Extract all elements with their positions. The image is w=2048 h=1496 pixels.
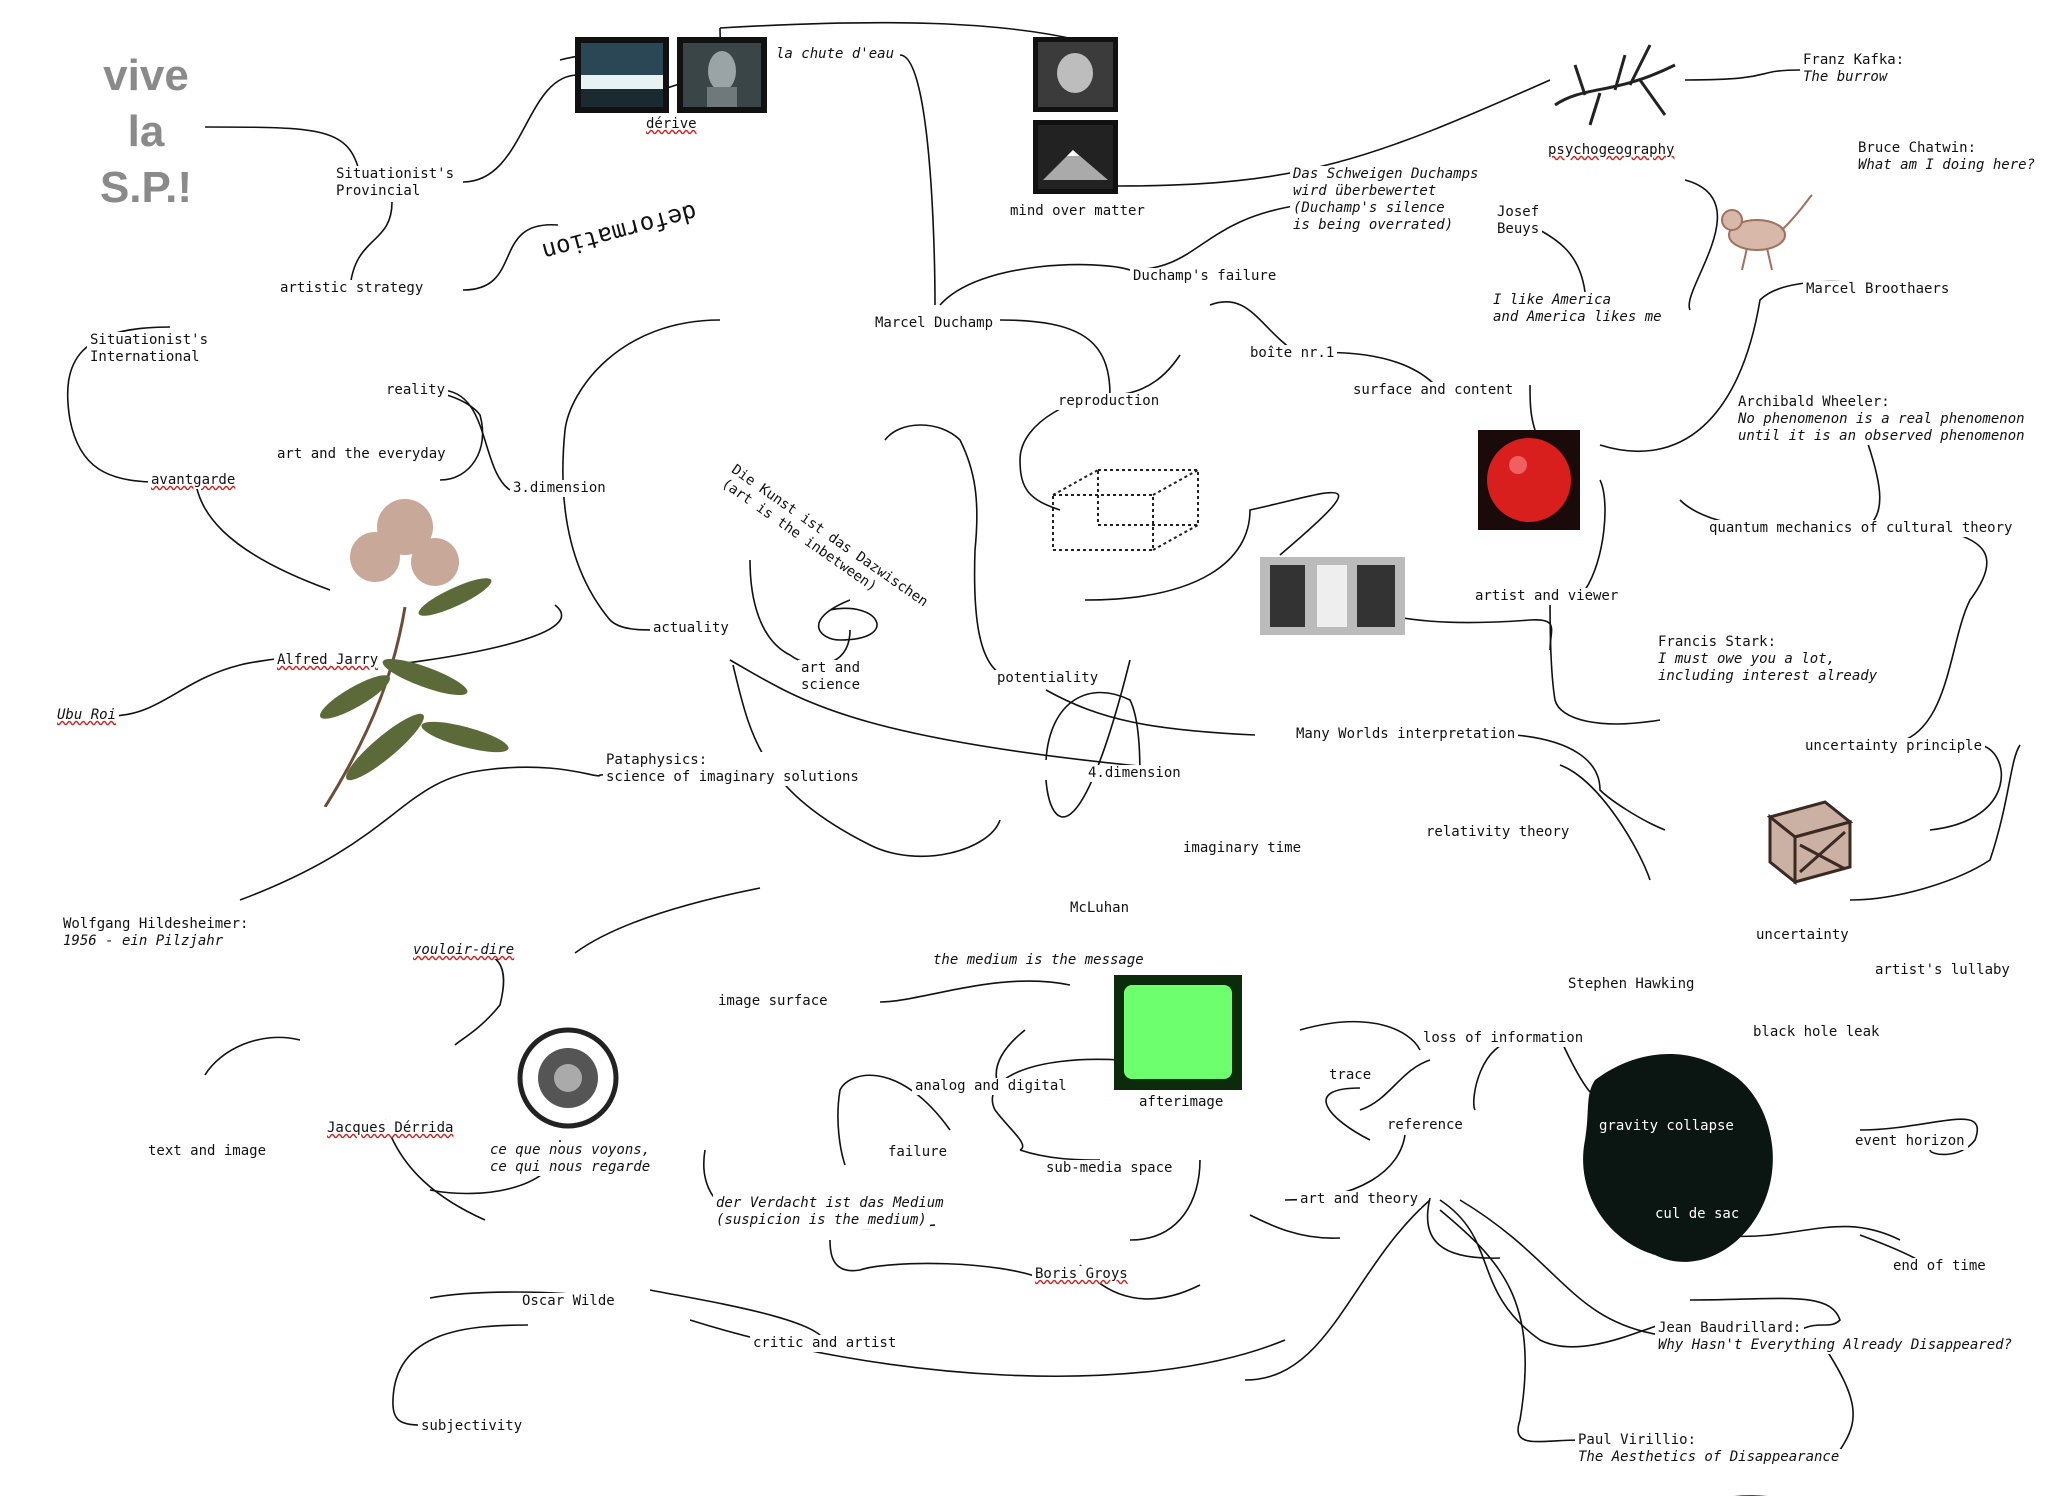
- sub-media-space: sub-media space: [1043, 1160, 1176, 1177]
- analog-and-digital: analog and digital: [912, 1078, 1070, 1095]
- subjectivity: subjectivity: [418, 1418, 526, 1435]
- reproduction: reproduction: [1055, 393, 1163, 410]
- art-and-the-everyday: art and the everyday: [274, 446, 449, 463]
- quantum-mechanics: quantum mechanics of cultural theory: [1706, 520, 2016, 537]
- schweigen-english: (Duchamp's silence is being overrated): [1290, 200, 1457, 234]
- psychogeography: psychogeography: [1545, 142, 1678, 159]
- psychogeography-tree-drawing: [1545, 25, 1685, 140]
- baudrillard-author: Jean Baudrillard:: [1655, 1320, 1805, 1337]
- black-hole-leak: black hole leak: [1750, 1024, 1883, 1041]
- avantgarde: avantgarde: [148, 472, 239, 489]
- la-chute-label: la chute d'eau: [773, 46, 898, 63]
- artistic-strategy: artistic strategy: [277, 280, 427, 297]
- stark-author: Francis Stark:: [1655, 634, 1780, 651]
- oscar-wilde: Oscar Wilde: [519, 1293, 618, 1310]
- hildesheimer-work: 1956 - ein Pilzjahr: [60, 933, 227, 950]
- raspberry-image: [1478, 430, 1580, 530]
- pataphysics: Pataphysics: science of imaginary soluti…: [603, 752, 862, 786]
- chatwin-author: Bruce Chatwin:: [1855, 140, 1980, 157]
- mind-over-matter-still-2: [1033, 120, 1118, 194]
- failure: failure: [885, 1144, 951, 1161]
- hildesheimer-author: Wolfgang Hildesheimer:: [60, 916, 252, 933]
- many-worlds: Many Worlds interpretation: [1293, 726, 1519, 743]
- relativity-theory: relativity theory: [1423, 824, 1573, 841]
- medium-is-message: the medium is the message: [930, 952, 1147, 969]
- ubu-roi: Ubu Roi: [54, 707, 120, 724]
- pressed-plant-image: [295, 487, 545, 808]
- fox-drawing: [1707, 180, 1817, 280]
- crate-drawing: [1755, 787, 1865, 892]
- art-and-theory: art and theory: [1297, 1191, 1422, 1208]
- uncertainty: uncertainty: [1753, 927, 1852, 944]
- gallery-installation-photo: [1260, 557, 1405, 635]
- reality: reality: [383, 382, 449, 399]
- i-like-america: I like America and America likes me: [1490, 292, 1665, 326]
- text-and-image: text and image: [145, 1143, 270, 1160]
- vouloir-dire: vouloir-dire: [410, 942, 518, 959]
- situationists-provincial: Situationist's Provincial: [333, 166, 458, 200]
- critic-and-artist: critic and artist: [750, 1335, 900, 1352]
- ce-que-nous-voyons: ce que nous voyons, ce qui nous regarde: [487, 1142, 654, 1176]
- event-horizon: event horizon: [1852, 1133, 1968, 1150]
- wheeler-quote: No phenomenon is a real phenomenon until…: [1735, 411, 2028, 445]
- situationists-international: Situationist's International: [87, 332, 212, 366]
- eye-image: [503, 1023, 633, 1133]
- derive-film-still-2: [677, 37, 767, 113]
- imaginary-time: imaginary time: [1180, 840, 1305, 857]
- kafka-author: Franz Kafka:: [1800, 52, 1908, 69]
- derive-label: dérive: [643, 116, 700, 133]
- black-hole-blob: [1575, 1040, 1780, 1270]
- page-title: vive la S.P.!: [99, 51, 193, 212]
- mind-over-matter: mind over matter: [1007, 203, 1148, 220]
- end-of-time: end of time: [1890, 1258, 1989, 1275]
- artist-and-viewer: artist and viewer: [1472, 588, 1622, 605]
- baudrillard-work: Why Hasn't Everything Already Disappeare…: [1655, 1337, 2016, 1354]
- afterimage-green-screen: [1114, 975, 1242, 1090]
- art-and-science: art and science: [798, 660, 864, 694]
- marcel-broodthaers: Marcel Broothaers: [1803, 281, 1953, 298]
- mcluhan: McLuhan: [1067, 900, 1133, 917]
- stephen-hawking: Stephen Hawking: [1565, 976, 1698, 993]
- duchamps-failure: Duchamp's failure: [1130, 268, 1280, 285]
- artists-lullaby: artist's lullaby: [1872, 962, 2013, 979]
- boite-nr1: boîte nr.1: [1247, 345, 1338, 362]
- actuality: actuality: [650, 620, 732, 637]
- marcel-duchamp: Marcel Duchamp: [872, 315, 997, 332]
- wheeler-author: Archibald Wheeler:: [1735, 394, 1893, 411]
- alfred-jarry: Alfred Jarry: [274, 652, 382, 669]
- stark-quote: I must owe you a lot, including interest…: [1655, 651, 1881, 685]
- josef-beuys: Josef Beuys: [1494, 204, 1543, 238]
- cul-de-sac: cul de sac: [1655, 1206, 1740, 1222]
- der-verdacht: der Verdacht ist das Medium: [713, 1195, 947, 1212]
- schweigen-german: Das Schweigen Duchamps wird überbewertet: [1290, 166, 1482, 200]
- afterimage: afterimage: [1136, 1094, 1227, 1111]
- mind-over-matter-still-1: [1033, 37, 1118, 112]
- potentiality: potentiality: [994, 670, 1102, 687]
- loss-of-information: loss of information: [1420, 1030, 1587, 1047]
- kafka-work: The burrow: [1800, 69, 1891, 86]
- jacques-derrida: Jacques Dérrida: [324, 1120, 457, 1137]
- derive-film-still-1: [575, 37, 669, 113]
- virilio-author: Paul Virillio:: [1575, 1432, 1700, 1449]
- third-dimension: 3.dimension: [510, 480, 609, 497]
- reference: reference: [1384, 1117, 1466, 1134]
- fourth-dimension: 4.dimension: [1085, 765, 1184, 782]
- image-surface: image surface: [715, 993, 831, 1010]
- uncertainty-principle: uncertainty principle: [1802, 738, 1986, 755]
- boris-groys: Boris Groys: [1032, 1266, 1131, 1283]
- chatwin-work: What am I doing here?: [1855, 157, 2039, 174]
- der-verdacht-english: (suspicion is the medium): [713, 1212, 930, 1229]
- gravity-collapse: gravity collapse: [1599, 1118, 1734, 1134]
- virilio-work: The Aesthetics of Disappearance: [1575, 1449, 1843, 1466]
- boite-box-drawing: [1048, 465, 1213, 555]
- surface-and-content: surface and content: [1350, 382, 1517, 399]
- trace: trace: [1326, 1067, 1375, 1084]
